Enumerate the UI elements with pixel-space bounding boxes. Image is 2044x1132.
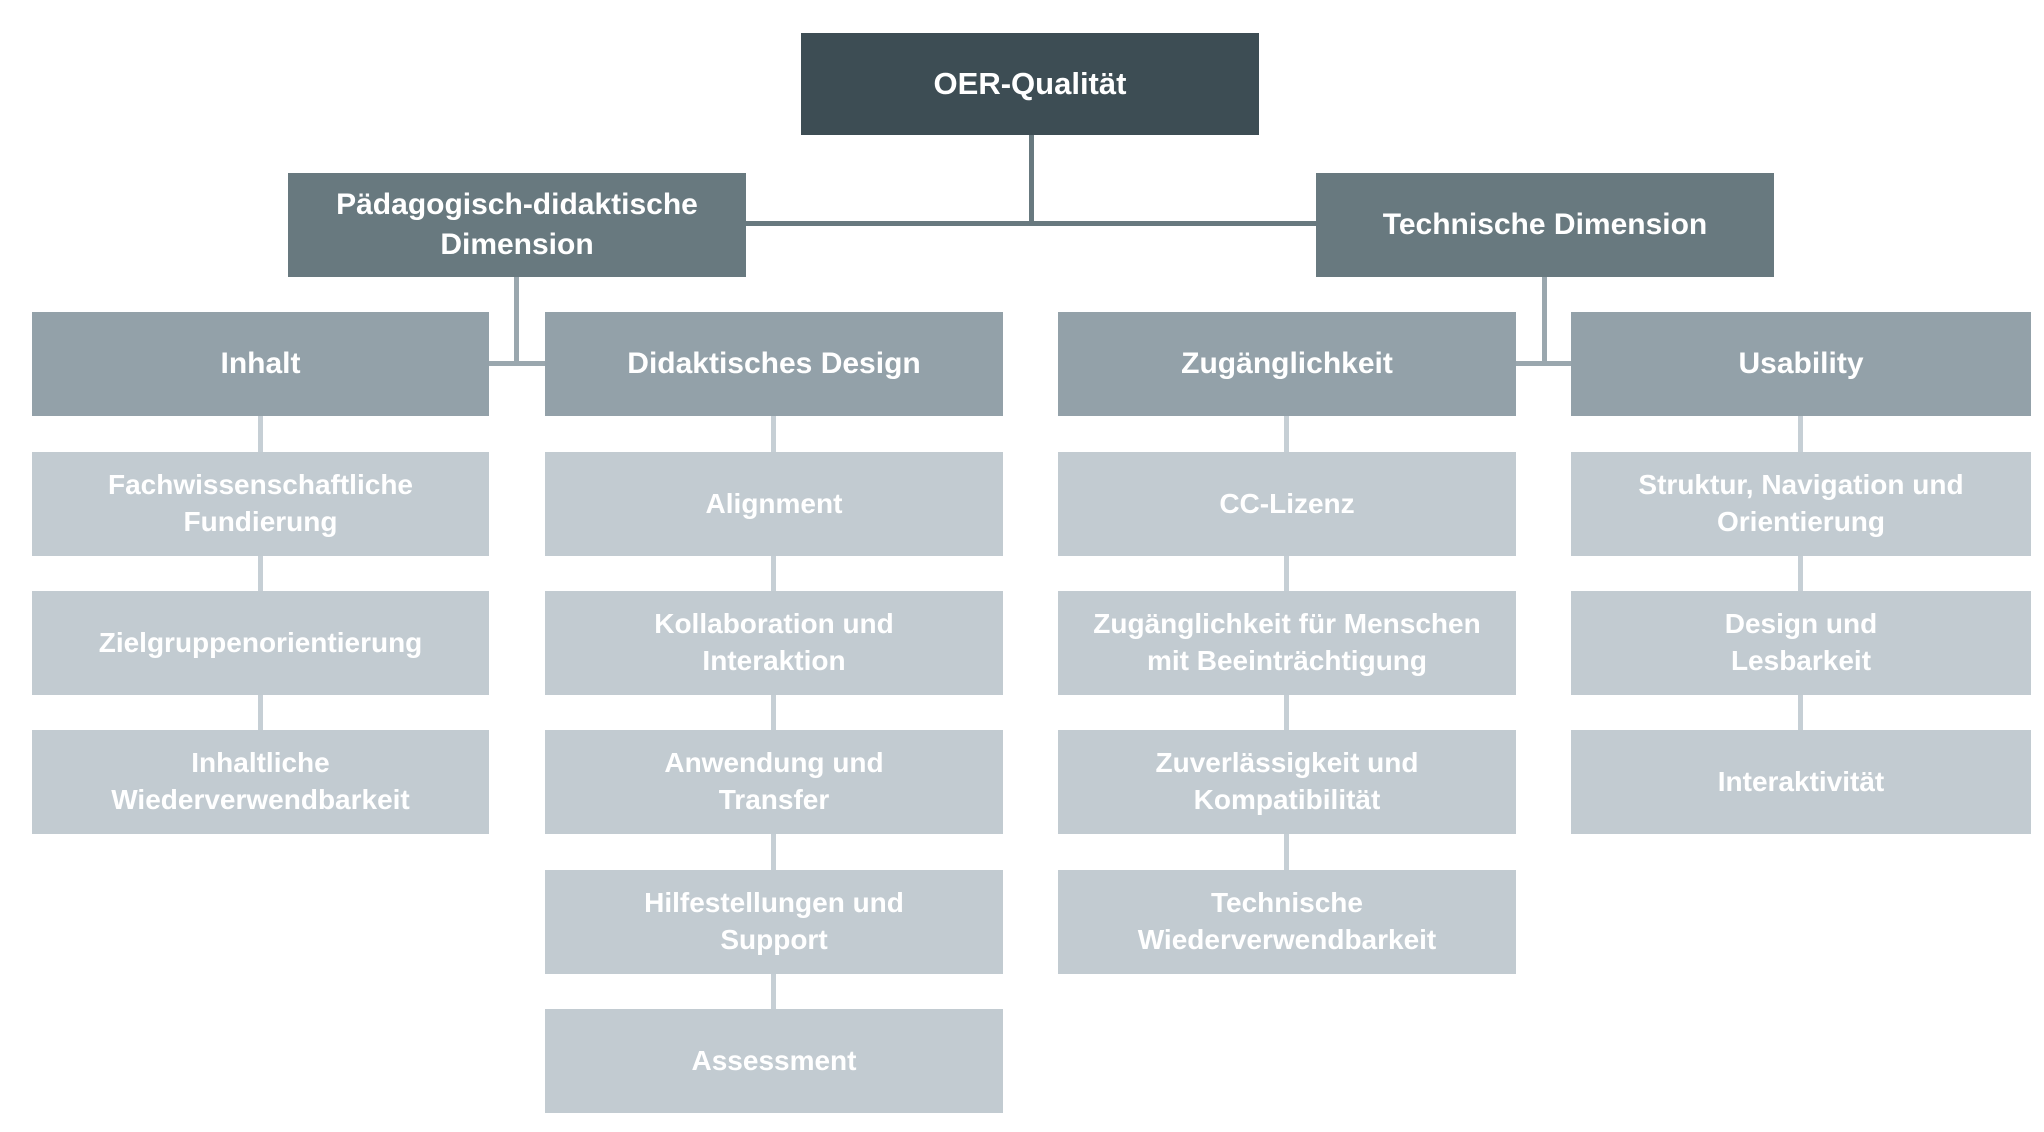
node-item-zugaenglichkeit-fuer-menschen: Zugänglichkeit für Menschen mit Beeinträ… xyxy=(1058,591,1516,695)
node-label: Anwendung und Transfer xyxy=(664,747,884,815)
node-item-assessment: Assessment xyxy=(545,1009,1003,1113)
node-label: Zuverlässigkeit und Kompatibilität xyxy=(1155,747,1419,815)
node-item-kollaboration-und-interaktion: Kollaboration und Interaktion xyxy=(545,591,1003,695)
node-item-hilfestellungen-und-support: Hilfestellungen und Support xyxy=(545,870,1003,974)
connector-col1-gap2 xyxy=(258,556,263,591)
connector-paedagogisch-vertical xyxy=(514,277,519,364)
connector-col2-gap1 xyxy=(771,416,776,452)
node-label: Design und Lesbarkeit xyxy=(1724,608,1878,676)
node-label: Kollaboration und Interaktion xyxy=(654,608,894,676)
connector-root-vertical xyxy=(1029,135,1034,225)
connector-col3-gap4 xyxy=(1284,834,1289,870)
node-label: Pädagogisch-didaktische Dimension xyxy=(336,188,698,261)
node-item-design-und-lesbarkeit: Design und Lesbarkeit xyxy=(1571,591,2031,695)
node-item-zuverlaessigkeit-und-kompatibilitaet: Zuverlässigkeit und Kompatibilität xyxy=(1058,730,1516,834)
connector-technisch-stub xyxy=(1516,361,1571,366)
node-label: Technische Dimension xyxy=(1382,208,1708,242)
connector-col2-gap3 xyxy=(771,695,776,730)
connector-col3-gap2 xyxy=(1284,556,1289,591)
node-item-fachwissenschaftliche-fundierung: Fachwissenschaftliche Fundierung xyxy=(32,452,489,556)
connector-col4-gap1 xyxy=(1798,416,1803,452)
node-item-alignment: Alignment xyxy=(545,452,1003,556)
connector-col2-gap4 xyxy=(771,834,776,870)
node-label: Assessment xyxy=(691,1044,857,1076)
node-item-interaktivitaet: Interaktivität xyxy=(1571,730,2031,834)
node-item-zielgruppenorientierung: Zielgruppenorientierung xyxy=(32,591,489,695)
node-label: Hilfestellungen und Support xyxy=(644,887,904,955)
node-cat-usability: Usability xyxy=(1571,312,2031,416)
connector-col3-gap1 xyxy=(1284,416,1289,452)
node-label: Technische Wiederverwendbarkeit xyxy=(1137,887,1437,955)
node-item-struktur-navigation-orientierung: Struktur, Navigation und Orientierung xyxy=(1571,452,2031,556)
node-label: Zugänglichkeit für Menschen mit Beeinträ… xyxy=(1093,608,1481,676)
node-label: Usability xyxy=(1738,347,1864,381)
node-label: Zielgruppenorientierung xyxy=(98,626,423,658)
connector-technisch-vertical xyxy=(1542,277,1547,364)
node-label: Inhaltliche Wiederverwendbarkeit xyxy=(111,747,410,815)
connector-col4-gap2 xyxy=(1798,556,1803,591)
node-label: Interaktivität xyxy=(1717,765,1885,797)
connector-col2-gap5 xyxy=(771,974,776,1009)
node-label: CC-Lizenz xyxy=(1219,487,1355,519)
node-label: Zugänglichkeit xyxy=(1181,347,1393,381)
node-label: OER-Qualität xyxy=(933,65,1127,101)
connector-root-horizontal xyxy=(746,221,1316,226)
connector-col4-gap3 xyxy=(1798,695,1803,730)
node-cat-didaktisches-design: Didaktisches Design xyxy=(545,312,1003,416)
node-label: Inhalt xyxy=(220,347,301,381)
node-label: Struktur, Navigation und Orientierung xyxy=(1638,469,1964,537)
connector-col3-gap3 xyxy=(1284,695,1289,730)
node-cat-zugaenglichkeit: Zugänglichkeit xyxy=(1058,312,1516,416)
connector-col1-gap1 xyxy=(258,416,263,452)
node-dim-technisch: Technische Dimension xyxy=(1316,173,1774,277)
node-label: Fachwissenschaftliche Fundierung xyxy=(107,469,413,537)
node-dim-paedagogisch-didaktisch: Pädagogisch-didaktische Dimension xyxy=(288,173,746,277)
node-item-cc-lizenz: CC-Lizenz xyxy=(1058,452,1516,556)
node-label: Alignment xyxy=(705,487,843,519)
node-oer-qualitaet: OER-Qualität xyxy=(801,33,1259,135)
node-item-inhaltliche-wiederverwendbarkeit: Inhaltliche Wiederverwendbarkeit xyxy=(32,730,489,834)
connector-col2-gap2 xyxy=(771,556,776,591)
node-item-technische-wiederverwendbarkeit: Technische Wiederverwendbarkeit xyxy=(1058,870,1516,974)
connector-col1-gap3 xyxy=(258,695,263,730)
connector-paedagogisch-stub xyxy=(489,361,545,366)
node-label: Didaktisches Design xyxy=(627,347,921,381)
node-item-anwendung-und-transfer: Anwendung und Transfer xyxy=(545,730,1003,834)
node-cat-inhalt: Inhalt xyxy=(32,312,489,416)
